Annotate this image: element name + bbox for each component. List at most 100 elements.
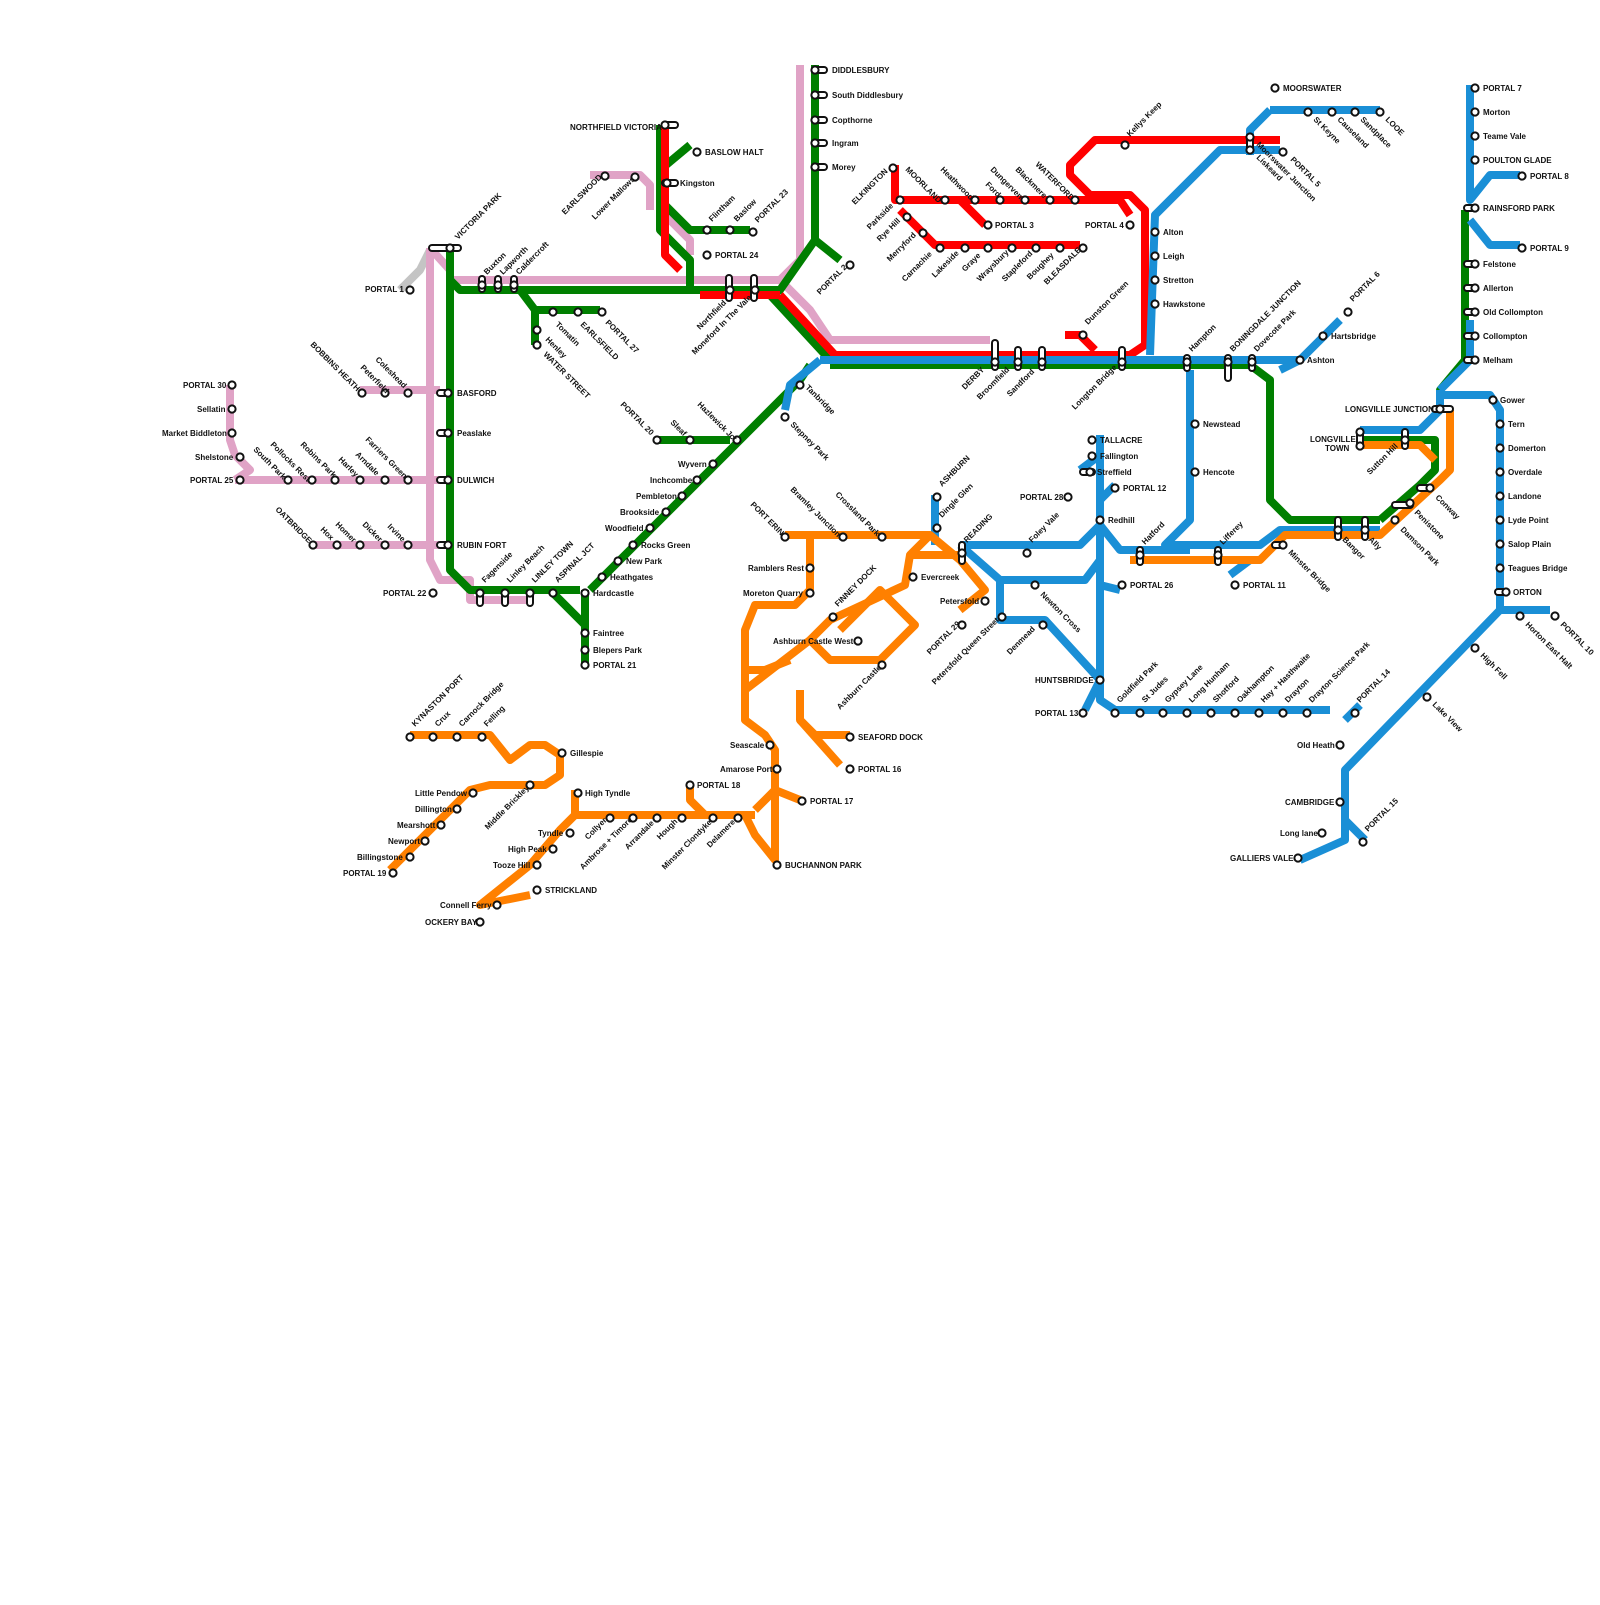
station-marker[interactable] — [918, 228, 928, 238]
station-marker[interactable] — [580, 628, 590, 638]
station-marker[interactable] — [932, 523, 942, 533]
station-marker[interactable] — [557, 748, 567, 758]
station-marker[interactable] — [708, 813, 718, 823]
station-marker[interactable] — [380, 540, 390, 550]
station-marker[interactable] — [980, 596, 990, 606]
station-marker[interactable] — [652, 435, 662, 445]
station-marker[interactable] — [828, 612, 838, 622]
station-marker[interactable] — [428, 588, 438, 598]
station-marker[interactable] — [797, 796, 807, 806]
station-marker[interactable] — [580, 645, 590, 655]
station-marker[interactable] — [405, 852, 415, 862]
station-marker[interactable] — [1055, 243, 1065, 253]
station-marker[interactable] — [1078, 708, 1088, 718]
station-marker[interactable] — [888, 163, 898, 173]
station-marker[interactable] — [330, 475, 340, 485]
station-marker[interactable] — [1470, 283, 1480, 293]
station-marker[interactable] — [995, 195, 1005, 205]
station-marker[interactable] — [405, 732, 415, 742]
station-marker[interactable] — [548, 844, 558, 854]
station-marker[interactable] — [685, 435, 695, 445]
station-marker[interactable] — [525, 780, 535, 790]
station-marker[interactable] — [600, 171, 610, 181]
station-marker[interactable] — [613, 556, 623, 566]
station-marker[interactable] — [1085, 467, 1095, 477]
station-marker[interactable] — [983, 220, 993, 230]
station-marker[interactable] — [1333, 525, 1343, 535]
station-marker[interactable] — [509, 280, 519, 290]
station-marker[interactable] — [1135, 708, 1145, 718]
station-marker[interactable] — [702, 250, 712, 260]
station-marker[interactable] — [492, 900, 502, 910]
station-marker[interactable] — [810, 138, 820, 148]
station-marker[interactable] — [692, 147, 702, 157]
station-marker[interactable] — [475, 588, 485, 598]
station-marker[interactable] — [1245, 132, 1255, 142]
station-marker[interactable] — [750, 285, 760, 295]
station-marker[interactable] — [1037, 357, 1047, 367]
station-marker[interactable] — [1335, 797, 1345, 807]
station-marker[interactable] — [1425, 483, 1435, 493]
station-marker[interactable] — [1295, 355, 1305, 365]
station-marker[interactable] — [1110, 483, 1120, 493]
station-marker[interactable] — [443, 428, 453, 438]
station-marker[interactable] — [1495, 563, 1505, 573]
station-marker[interactable] — [1470, 307, 1480, 317]
station-marker[interactable] — [532, 885, 542, 895]
station-marker[interactable] — [475, 917, 485, 927]
station-marker[interactable] — [403, 388, 413, 398]
station-marker[interactable] — [645, 523, 655, 533]
station-marker[interactable] — [565, 828, 575, 838]
station-marker[interactable] — [1405, 498, 1415, 508]
station-marker[interactable] — [443, 475, 453, 485]
station-marker[interactable] — [1078, 243, 1088, 253]
station-marker[interactable] — [380, 475, 390, 485]
station-marker[interactable] — [1038, 620, 1048, 630]
station-marker[interactable] — [1063, 492, 1073, 502]
station-marker[interactable] — [1350, 107, 1360, 117]
station-marker[interactable] — [1488, 395, 1498, 405]
station-marker[interactable] — [1020, 195, 1030, 205]
station-marker[interactable] — [662, 178, 672, 188]
station-marker[interactable] — [1400, 435, 1410, 445]
station-marker[interactable] — [795, 380, 805, 390]
station-marker[interactable] — [628, 813, 638, 823]
station-marker[interactable] — [235, 475, 245, 485]
station-marker[interactable] — [403, 475, 413, 485]
station-marker[interactable] — [1470, 355, 1480, 365]
station-marker[interactable] — [1117, 357, 1127, 367]
station-marker[interactable] — [428, 732, 438, 742]
station-marker[interactable] — [1150, 299, 1160, 309]
station-marker[interactable] — [1495, 515, 1505, 525]
station-marker[interactable] — [500, 588, 510, 598]
station-marker[interactable] — [1190, 467, 1200, 477]
station-marker[interactable] — [452, 732, 462, 742]
station-marker[interactable] — [1517, 243, 1527, 253]
station-marker[interactable] — [525, 588, 535, 598]
station-marker[interactable] — [1501, 587, 1511, 597]
station-marker[interactable] — [661, 507, 671, 517]
station-marker[interactable] — [1318, 331, 1328, 341]
station-marker[interactable] — [1095, 675, 1105, 685]
station-marker[interactable] — [1360, 525, 1370, 535]
station-marker[interactable] — [332, 540, 342, 550]
station-marker[interactable] — [660, 120, 670, 130]
station-marker[interactable] — [436, 820, 446, 830]
station-marker[interactable] — [1150, 227, 1160, 237]
station-marker[interactable] — [532, 860, 542, 870]
station-marker[interactable] — [1007, 243, 1017, 253]
station-marker[interactable] — [1435, 404, 1445, 414]
station-marker[interactable] — [810, 162, 820, 172]
station-marker[interactable] — [227, 404, 237, 414]
station-marker[interactable] — [677, 813, 687, 823]
station-marker[interactable] — [1110, 708, 1120, 718]
station-marker[interactable] — [580, 588, 590, 598]
station-marker[interactable] — [1470, 131, 1480, 141]
station-marker[interactable] — [1302, 708, 1312, 718]
station-marker[interactable] — [235, 452, 245, 462]
station-marker[interactable] — [1158, 708, 1168, 718]
station-marker[interactable] — [772, 860, 782, 870]
station-marker[interactable] — [772, 764, 782, 774]
station-marker[interactable] — [532, 325, 542, 335]
station-marker[interactable] — [725, 285, 735, 295]
